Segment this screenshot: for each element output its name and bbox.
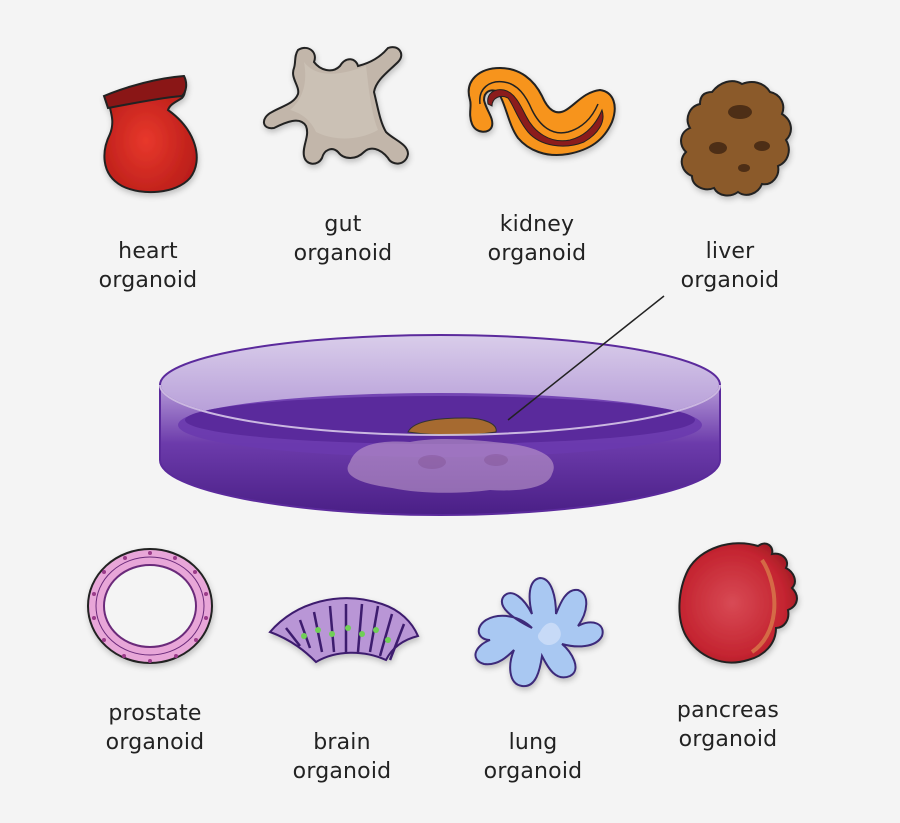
pancreas-label-line1: pancreas — [676, 698, 780, 723]
gut-label-line1: gut — [324, 212, 362, 237]
liver-label-line1: liver — [705, 239, 755, 264]
liver-label: liver organoid — [640, 237, 820, 295]
kidney-label-line2: organoid — [487, 241, 587, 266]
pancreas-label-line2: organoid — [678, 727, 778, 752]
gut-label-line2: organoid — [293, 241, 393, 266]
prostate-organoid-icon — [87, 548, 213, 664]
lung-label-line2: organoid — [483, 759, 583, 784]
gut-organoid-icon — [263, 46, 410, 165]
prostate-label-line1: prostate — [108, 701, 202, 726]
kidney-organoid-icon — [467, 66, 616, 156]
prostate-label-line2: organoid — [105, 730, 205, 755]
lung-label-line1: lung — [508, 730, 558, 755]
pancreas-organoid-icon — [678, 542, 798, 664]
gut-label: gut organoid — [253, 210, 433, 268]
petri-dish-icon — [159, 334, 721, 517]
brain-label-line1: brain — [313, 730, 371, 755]
brain-label-line2: organoid — [292, 759, 392, 784]
lung-organoid-icon — [474, 576, 604, 688]
pancreas-label: pancreas organoid — [638, 696, 818, 754]
heart-label-line2: organoid — [98, 268, 198, 293]
brain-organoid-icon — [268, 597, 420, 664]
kidney-label-line1: kidney — [499, 212, 575, 237]
liver-leader-line — [507, 295, 665, 421]
heart-label: heart organoid — [58, 237, 238, 295]
brain-label: brain organoid — [252, 728, 432, 786]
liver-label-line2: organoid — [680, 268, 780, 293]
kidney-label: kidney organoid — [447, 210, 627, 268]
heart-organoid-icon — [102, 74, 198, 194]
heart-label-line1: heart — [118, 239, 178, 264]
prostate-label: prostate organoid — [65, 699, 245, 757]
liver-organoid-icon — [680, 80, 792, 197]
lung-label: lung organoid — [443, 728, 623, 786]
